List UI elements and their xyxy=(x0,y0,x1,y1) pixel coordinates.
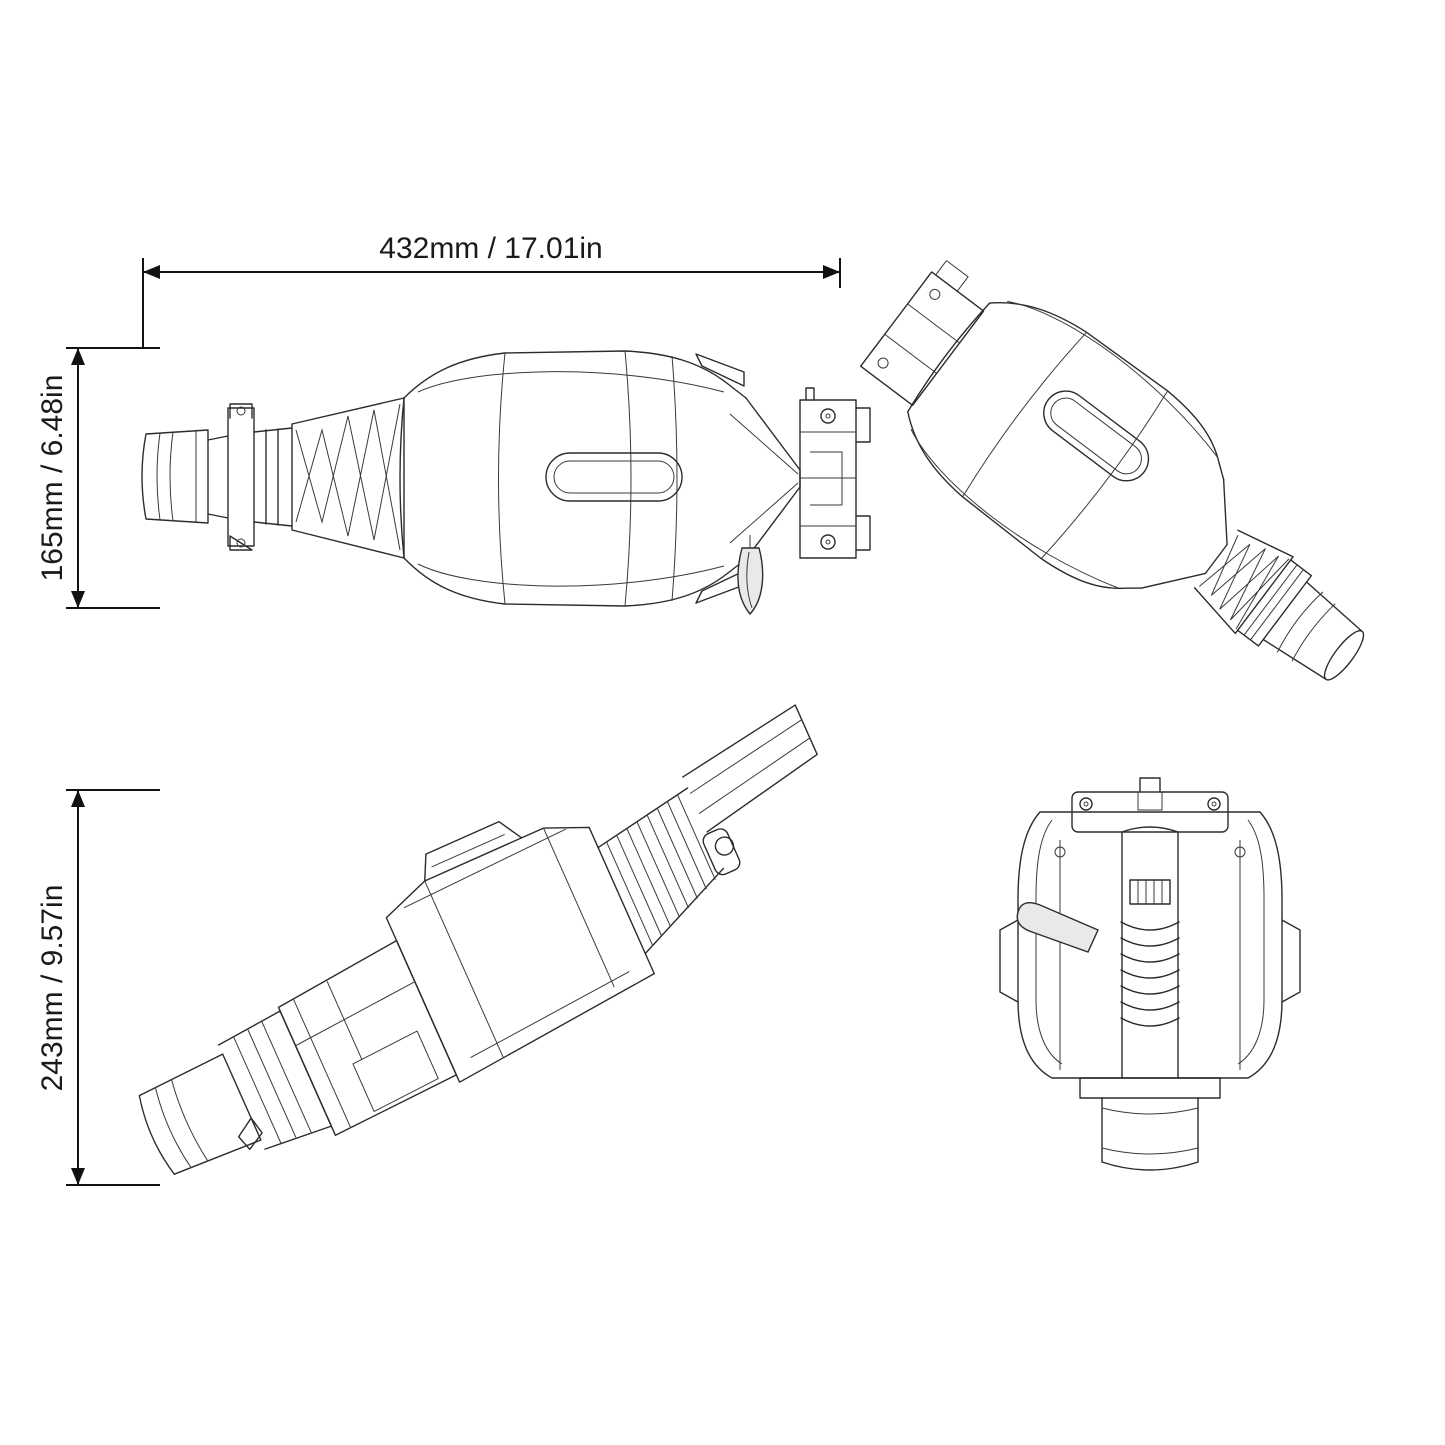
front-view-drawing xyxy=(999,777,1301,1171)
arrowhead-right xyxy=(823,265,840,279)
dimension-height-lower: 243mm / 9.57in xyxy=(36,789,160,1186)
dimension-height-upper: 165mm / 6.48in xyxy=(36,347,160,609)
isometric-view-drawing xyxy=(859,260,1365,681)
side-view-drawing xyxy=(141,350,871,616)
angled-view-drawing xyxy=(138,704,818,1175)
arrowhead-left xyxy=(143,265,160,279)
dimension-width-label: 432mm / 17.01in xyxy=(379,232,602,265)
dimension-height-upper-label: 165mm / 6.48in xyxy=(36,375,69,582)
arrowhead-top xyxy=(71,790,85,807)
arrowhead-bottom xyxy=(71,1168,85,1185)
dimension-height-lower-label: 243mm / 9.57in xyxy=(36,885,69,1092)
arrowhead-bottom xyxy=(71,591,85,608)
arrowhead-top xyxy=(71,348,85,365)
dimension-width: 432mm / 17.01in xyxy=(142,232,841,348)
